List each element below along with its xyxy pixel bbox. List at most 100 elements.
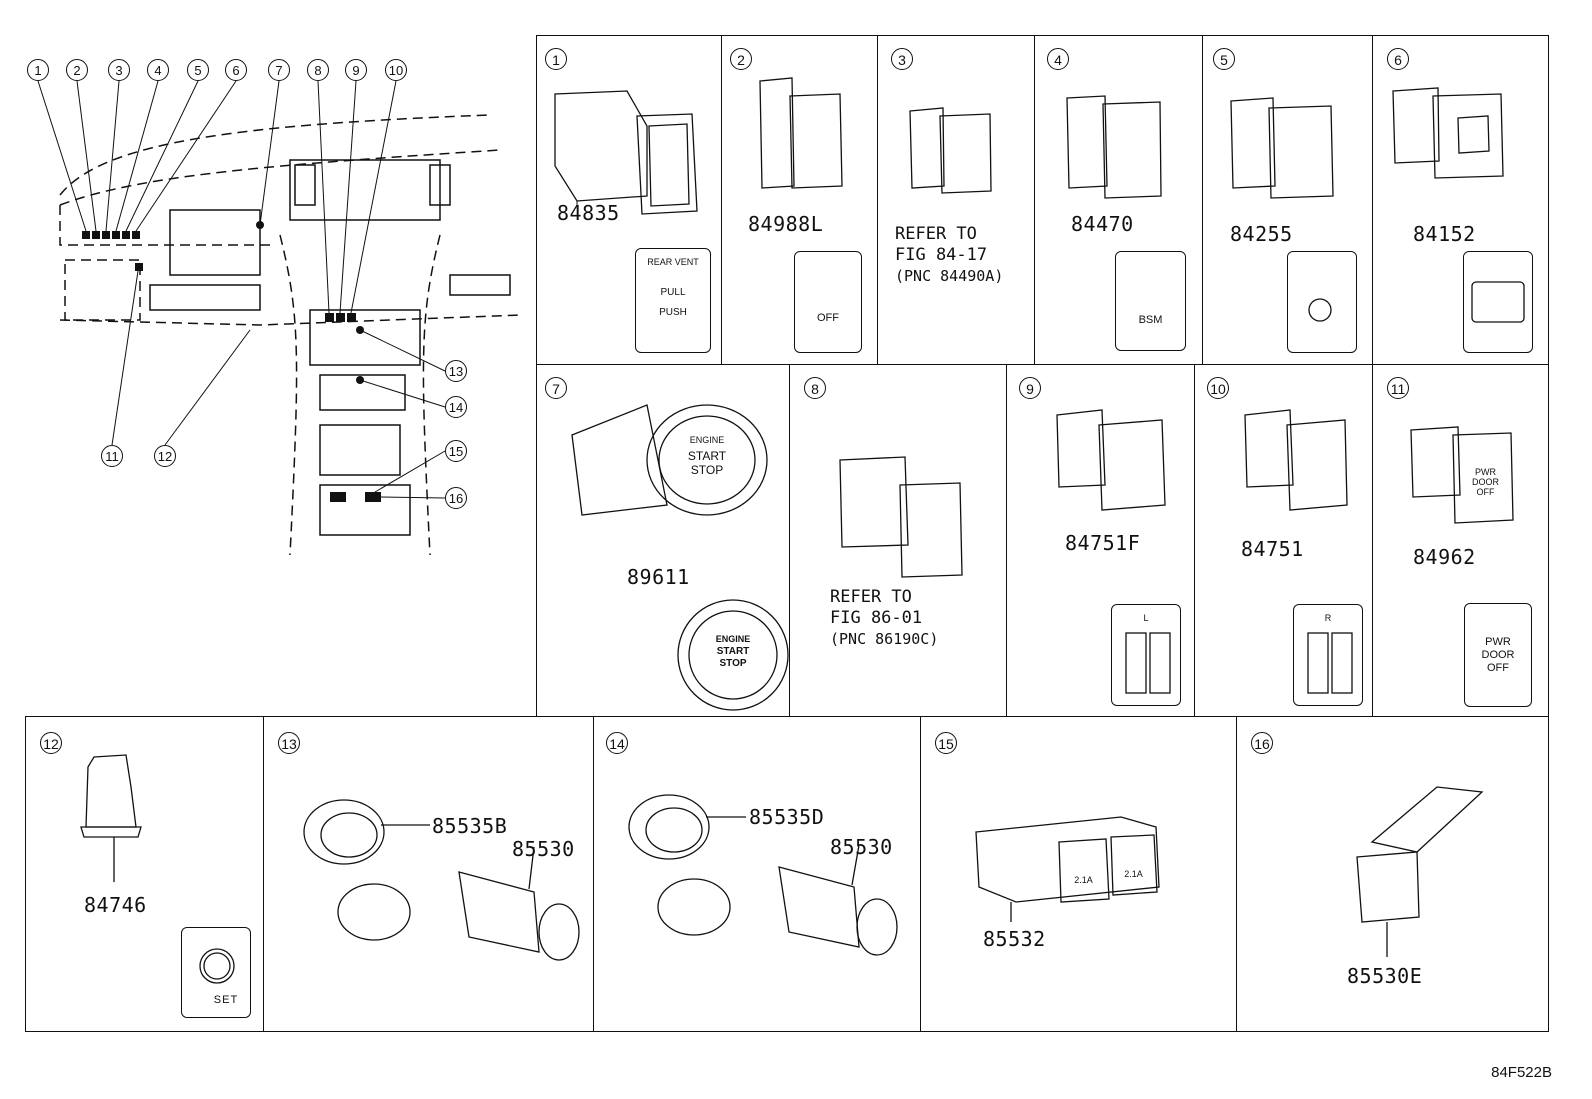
icon-title: REAR VENT <box>647 257 699 267</box>
switch-label-start: START <box>687 449 727 463</box>
power-door-off-icon: PWR DOOR OFF <box>1464 603 1532 707</box>
overview-callout-14: 14 <box>445 396 467 418</box>
seat-heater-right-icon: R <box>1293 604 1363 706</box>
icon-label: BSM <box>1138 314 1163 326</box>
overview-callout-2: 2 <box>66 59 88 81</box>
socket-drawing <box>303 799 580 961</box>
part-number: 85532 <box>983 927 1046 951</box>
steering-wheel-icon <box>1308 298 1332 322</box>
overview-callout-16: 16 <box>445 487 467 509</box>
overview-callout-3: 3 <box>108 59 130 81</box>
part-number: 85530E <box>1347 964 1423 988</box>
dial-icon <box>1125 632 1171 694</box>
overview-callout-6: 6 <box>225 59 247 81</box>
icon-label: SET <box>213 994 239 1006</box>
panel-13: 13 85535B 85530 <box>263 716 594 1032</box>
icon-line-push: PUSH <box>659 307 687 318</box>
panel-number: 10 <box>1207 377 1229 399</box>
panel-4: 4 84470 BSM <box>1034 35 1203 365</box>
panel-number: 1 <box>545 48 567 70</box>
panel-11: 11 PWR DOOR OFF 84962 PWR DOOR OFF <box>1372 364 1549 717</box>
panel-12: 12 84746 SET <box>25 716 264 1032</box>
switch-drawing <box>1230 97 1334 199</box>
ref-line-3: (PNC 84490A) <box>895 267 1004 285</box>
switch-drawing <box>80 754 142 882</box>
seat-heater-left-icon: L <box>1111 604 1181 706</box>
panel-number: 4 <box>1047 48 1069 70</box>
part-number: 84751F <box>1065 531 1141 555</box>
blind-spot-monitor-icon: BSM <box>1115 251 1186 351</box>
switch-drawing <box>1244 409 1348 511</box>
ref-line-1: REFER TO <box>830 587 912 607</box>
usb-port-drawing <box>975 816 1160 922</box>
reference-note: REFER TO FIG 86-01 (PNC 86190C) <box>830 587 938 650</box>
overview-callout-11: 11 <box>101 445 123 467</box>
switch-drawing <box>554 90 698 215</box>
icon-line-door: DOOR <box>1481 649 1515 661</box>
switch-label-off: OFF <box>1476 487 1495 497</box>
panel-number: 9 <box>1019 377 1041 399</box>
panel-number: 3 <box>891 48 913 70</box>
switch-drawing <box>839 456 963 578</box>
ref-line-3: (PNC 86190C) <box>830 630 939 648</box>
panel-number: 2 <box>730 48 752 70</box>
ref-line-1: REFER TO <box>895 224 977 244</box>
panel-number: 8 <box>804 377 826 399</box>
panel-number: 14 <box>606 732 628 754</box>
dial-icon <box>1307 632 1353 694</box>
panel-number: 16 <box>1251 732 1273 754</box>
overview-callout-10: 10 <box>385 59 407 81</box>
rear-vent-icon: REAR VENT PULL PUSH <box>635 248 711 353</box>
panel-8: 8 REFER TO FIG 86-01 (PNC 86190C) <box>789 364 1007 717</box>
diagram-code: 84F522B <box>1491 1064 1552 1081</box>
set-button-icon <box>199 948 235 984</box>
overview-diagram: 1 2 3 4 5 6 7 8 9 10 11 12 13 14 15 16 <box>20 55 525 575</box>
overview-callout-15: 15 <box>445 440 467 462</box>
icon-label: OFF <box>817 312 839 324</box>
steering-heater-icon <box>1287 251 1357 353</box>
panel-15: 15 2.1A 2.1A 85532 <box>920 716 1237 1032</box>
ref-line-2: FIG 86-01 <box>830 608 923 628</box>
panel-9: 9 84751F L <box>1006 364 1195 717</box>
reference-note: REFER TO FIG 84-17 (PNC 84490A) <box>895 224 1003 287</box>
part-number: 84152 <box>1413 222 1476 246</box>
part-number: 84835 <box>557 201 620 225</box>
panel-1: 1 84835 REAR VENT PULL PUSH <box>536 35 722 365</box>
panel-6: 6 84152 <box>1372 35 1549 365</box>
switch-label-stop: STOP <box>690 463 724 477</box>
switch-drawing <box>1392 87 1504 179</box>
usb-port-label-2: 2.1A <box>1124 869 1143 879</box>
part-number: 84470 <box>1071 212 1134 236</box>
panel-number: 12 <box>40 732 62 754</box>
panel-number: 15 <box>935 732 957 754</box>
part-number: 84988L <box>748 212 824 236</box>
panel-number: 6 <box>1387 48 1409 70</box>
part-number: 84751 <box>1241 537 1304 561</box>
panel-10: 10 84751 R <box>1194 364 1373 717</box>
switch-drawing <box>1410 426 1514 524</box>
overview-callout-7: 7 <box>268 59 290 81</box>
button-line-stop: STOP <box>719 658 747 669</box>
icon-side: R <box>1324 613 1332 623</box>
part-number-socket: 85535B <box>432 814 508 838</box>
usb-port-label-1: 2.1A <box>1074 875 1093 885</box>
socket-drawing <box>628 794 898 956</box>
icon-line-pull: PULL <box>660 287 686 298</box>
switch-drawing <box>1066 95 1162 199</box>
overview-callout-13: 13 <box>445 360 467 382</box>
button-line-start: START <box>716 646 750 657</box>
part-number-socket: 85535D <box>749 805 825 829</box>
switch-label-engine: ENGINE <box>689 435 725 445</box>
overview-callout-8: 8 <box>307 59 329 81</box>
icon-line-off: OFF <box>1487 662 1509 674</box>
panel-number: 11 <box>1387 377 1409 399</box>
panel-2: 2 84988L OFF <box>721 35 878 365</box>
button-line-engine: ENGINE <box>715 634 751 644</box>
panel-number: 13 <box>278 732 300 754</box>
part-number-insert: 85530 <box>830 835 893 859</box>
switch-label-pwr: PWR <box>1475 467 1496 477</box>
part-number: 84746 <box>84 893 147 917</box>
switch-drawing <box>1056 409 1166 511</box>
panel-3: 3 REFER TO FIG 84-17 (PNC 84490A) <box>877 35 1035 365</box>
switch-label-door: DOOR <box>1472 477 1499 487</box>
